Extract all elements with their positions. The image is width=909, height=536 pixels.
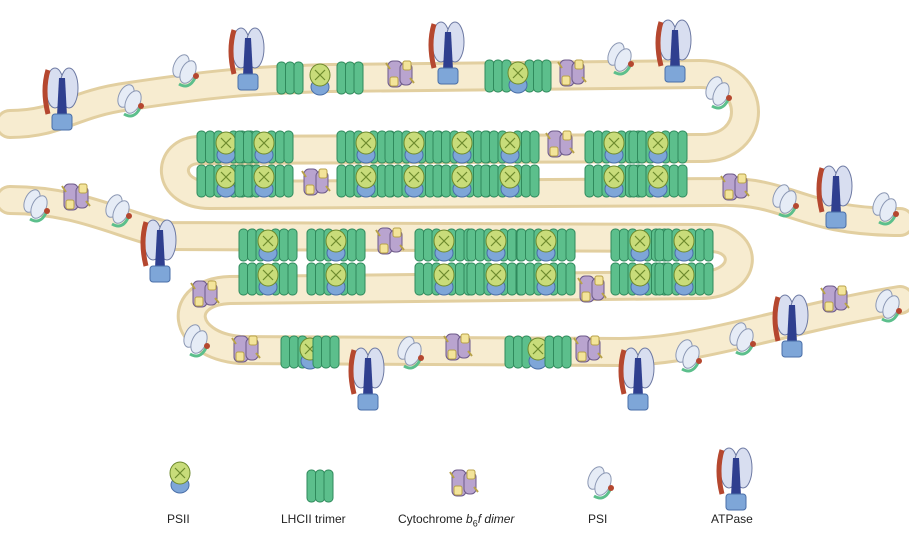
grana-stack — [629, 131, 687, 197]
lhcii-trimer — [505, 336, 531, 368]
lhcii-trimer — [525, 60, 551, 92]
legend-label-atpase: ATPase — [711, 512, 753, 526]
cytochrome-b6f — [376, 228, 404, 254]
legend-lhcii-icon — [307, 470, 333, 502]
atpase-complex — [621, 348, 654, 410]
grana-stack — [415, 229, 473, 295]
cytochrome-b6f — [821, 286, 849, 312]
legend-psii-icon — [170, 462, 190, 493]
cytochrome-b6f — [574, 336, 602, 362]
legend-label-lhcii: LHCII trimer — [281, 512, 346, 526]
legend-label-cytochrome: Cytochrome b6f dimer — [398, 512, 514, 528]
cytochrome-b6f — [62, 184, 90, 210]
atpase-complex — [775, 295, 808, 357]
grana-stack — [517, 229, 575, 295]
legend-label-psii: PSII — [167, 512, 190, 526]
legend-cytochrome-icon — [450, 470, 478, 496]
lhcii-trimer — [337, 62, 363, 94]
thylakoid-membranes — [10, 74, 900, 352]
cytochrome-b6f — [191, 281, 219, 307]
legend-atpase-icon — [719, 448, 752, 510]
cytochrome-b6f — [721, 174, 749, 200]
psii-core — [310, 64, 330, 95]
grana-stack — [467, 229, 525, 295]
legend-icons — [170, 448, 752, 510]
lhcii-trimer — [277, 62, 303, 94]
cytochrome-b6f — [546, 131, 574, 157]
cytochrome-b6f — [558, 60, 586, 86]
grana-stack — [481, 131, 539, 197]
cytochrome-b6f — [444, 334, 472, 360]
lhcii-trimer — [545, 336, 571, 368]
cytochrome-b6f — [232, 336, 260, 362]
lhcii-trimer — [485, 60, 511, 92]
grana-stack — [655, 229, 713, 295]
cytochrome-b6f — [302, 169, 330, 195]
grana-stack — [307, 229, 365, 295]
atpase-complex — [351, 348, 384, 410]
atpase-complex — [143, 220, 176, 282]
grana-stack — [239, 229, 297, 295]
cytochrome-b6f — [578, 276, 606, 302]
legend-psi-icon — [585, 464, 615, 498]
psii-core — [508, 62, 528, 93]
cytochrome-b6f — [386, 61, 414, 87]
legend-label-psi: PSI — [588, 512, 607, 526]
lhcii-trimer — [313, 336, 339, 368]
